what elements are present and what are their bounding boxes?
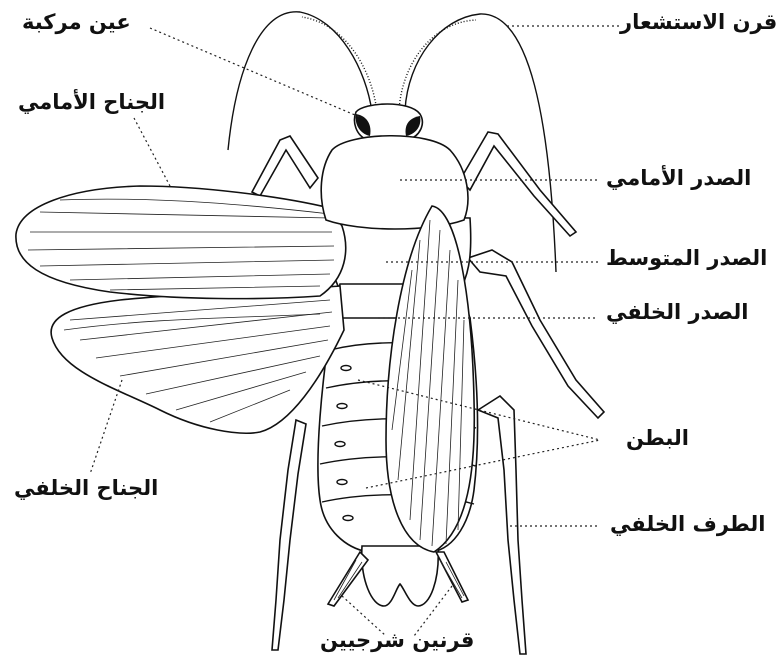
label-hind-leg: الطرف الخلفي <box>610 514 765 535</box>
head <box>355 104 423 140</box>
prothorax <box>321 136 468 229</box>
hindwing <box>51 286 344 433</box>
label-forewing: الجناح الأمامي <box>18 92 165 113</box>
label-compound-eye: عين مركبة <box>22 12 131 33</box>
label-abdomen: البطن <box>626 428 689 449</box>
label-cerci: قرنين شرجيين <box>320 630 474 651</box>
forewing <box>16 186 346 299</box>
label-mesothorax: الصدر المتوسط <box>606 248 767 269</box>
label-antenna: قرن الاستشعار <box>620 12 777 33</box>
label-prothorax: الصدر الأمامي <box>606 168 751 189</box>
label-hindwing: الجناح الخلفي <box>14 478 158 499</box>
label-metathorax: الصدر الخلفي <box>606 302 748 323</box>
